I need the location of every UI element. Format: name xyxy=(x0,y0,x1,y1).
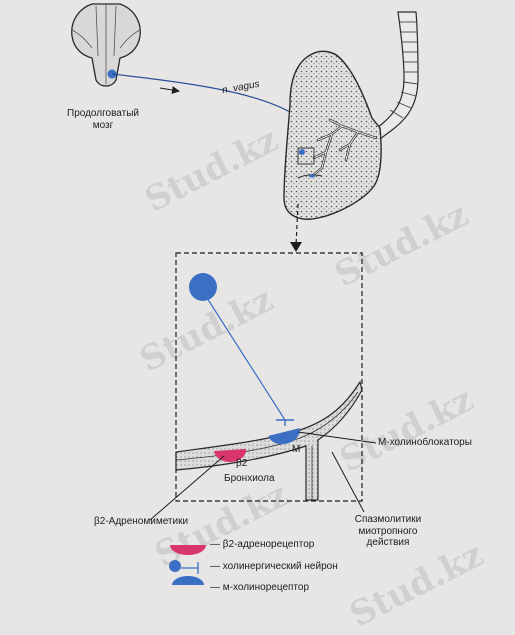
m-symbol: M xyxy=(292,444,301,455)
magnified-view-box xyxy=(175,252,363,502)
spasmolytics-label: Спазмолитики миотропного действия xyxy=(354,514,422,548)
beta2-symbol: β2 xyxy=(236,458,248,469)
m-blocker-pointer xyxy=(297,431,377,444)
legend-item-beta2: — β2-адренорецептор xyxy=(210,539,315,550)
m-receptor-icon xyxy=(172,576,204,585)
beta2-receptor-icon xyxy=(170,545,206,555)
spasmolytic-pointer xyxy=(331,451,365,513)
zoom-dashed-arrow xyxy=(295,203,299,247)
medulla-label: Продолговатый мозг xyxy=(67,108,139,131)
legend-item-m-receptor: — м-холинорецептор xyxy=(210,582,310,593)
bronchiole-label: Бронхиола xyxy=(224,473,275,484)
cholinergic-neuron-icon xyxy=(169,560,181,572)
b2-agonist-pointer xyxy=(149,455,225,521)
zoom-arrowhead xyxy=(290,242,302,252)
beta2-agonists-label: β2-Адреномиметики xyxy=(94,516,189,527)
legend-item-neuron: — холинергический нейрон xyxy=(210,561,338,572)
cholinergic-neuron-body xyxy=(189,273,217,301)
m-cholinoblockers-label: М-холиноблокаторы xyxy=(378,437,472,448)
pharmacology-diagram xyxy=(71,3,419,585)
neuron-terminal xyxy=(276,419,294,426)
medulla-oblongata-drawing xyxy=(71,3,141,87)
lung-drawing xyxy=(283,50,382,220)
m-cholinoreceptor xyxy=(268,428,300,445)
diagram-page: Stud.kz Stud.kz Stud.kz Stud.kz Stud.kz … xyxy=(67,3,490,635)
neuron-axon xyxy=(206,297,286,421)
bronchiole-drawing xyxy=(175,380,363,501)
beta2-adrenoreceptor xyxy=(214,449,247,463)
direction-arrow xyxy=(159,86,180,94)
